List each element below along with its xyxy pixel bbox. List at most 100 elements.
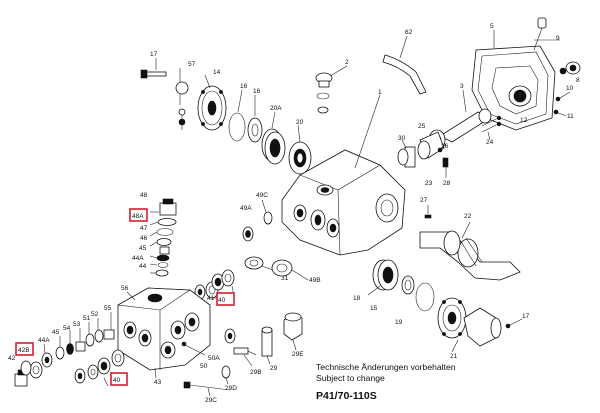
part-label: 44A	[132, 255, 144, 262]
screw-10	[555, 91, 571, 102]
o-ring-19	[415, 282, 435, 312]
seal-49B	[271, 259, 309, 281]
part-label: 40	[218, 297, 226, 304]
part-label: 20	[296, 119, 304, 126]
manifold-head-56	[117, 287, 211, 379]
left-valve-parts	[14, 312, 115, 387]
plunger-29	[261, 326, 273, 365]
bolts-24	[481, 115, 502, 141]
part-label: 51	[83, 315, 91, 322]
part-label: 40	[113, 377, 121, 384]
sight-glass-12	[508, 85, 532, 107]
highlight-40-lower	[110, 372, 128, 386]
technical-changes-note: Technische Änderungen vorbehalten	[316, 362, 456, 372]
crankshaft-22	[419, 221, 521, 281]
part-label: 5	[490, 23, 494, 30]
part-label: 28	[443, 180, 451, 187]
part-label: 17	[522, 313, 530, 320]
part-label: 52	[91, 311, 99, 318]
part-label: 48A	[132, 213, 144, 220]
part-label: 12	[520, 117, 528, 124]
spacer-29D	[221, 365, 231, 385]
part-label: 44	[139, 263, 147, 270]
rings-41-40-lower	[74, 349, 125, 387]
plunger-30	[397, 139, 416, 168]
plug-8	[559, 61, 581, 75]
piston-guide-29E	[283, 312, 303, 351]
bracket-62	[382, 35, 427, 95]
part-label: 22	[464, 213, 472, 220]
part-label: 29B	[250, 369, 262, 376]
part-label: 45	[139, 245, 147, 252]
screw-27	[424, 205, 432, 219]
part-label: 3	[460, 83, 464, 90]
part-label: 29	[270, 365, 278, 372]
part-label: 50A	[208, 355, 220, 362]
part-label: 48	[140, 192, 148, 199]
part-label: 53	[73, 321, 81, 328]
part-label: 11	[567, 113, 574, 120]
part-label: 62	[405, 29, 413, 36]
part-label: 50	[200, 363, 208, 370]
bearing-20A	[261, 111, 286, 165]
bearing-20	[288, 124, 312, 175]
highlight-40-upper	[216, 292, 235, 306]
part-label: 29D	[225, 385, 237, 392]
bearing-cover-57	[175, 68, 189, 130]
part-label: 56	[121, 285, 129, 292]
part-label: 20A	[270, 105, 282, 112]
part-label: 29C	[205, 397, 217, 404]
rings-41-40-upper	[194, 269, 235, 300]
plunger-rod-29B	[233, 347, 257, 367]
part-label: 10	[566, 85, 574, 92]
bearing-16	[247, 95, 263, 143]
cap-2	[315, 65, 348, 114]
highlight-boxes	[15, 208, 235, 386]
bearing-15	[401, 275, 415, 295]
part-label: 19	[395, 319, 403, 326]
piston-25	[417, 131, 445, 160]
part-label: 46	[140, 235, 148, 242]
part-label: 49B	[309, 277, 321, 284]
flange-cover-14	[197, 74, 227, 131]
part-label: 16	[240, 83, 248, 90]
part-label: 2	[345, 59, 349, 66]
part-label: 26	[441, 143, 449, 150]
ring-50	[224, 328, 236, 344]
part-label: 31	[281, 275, 289, 282]
part-label: 44A	[38, 337, 50, 344]
screw-29C	[183, 381, 231, 397]
part-label: 41	[207, 295, 215, 302]
part-label: 55	[104, 305, 112, 312]
pin-28	[442, 157, 449, 178]
part-label: 42	[8, 355, 16, 362]
part-label: 1	[378, 89, 382, 96]
bearing-18	[367, 259, 399, 296]
screw-11	[553, 109, 567, 117]
highlight-42B	[15, 342, 34, 356]
part-label: 17	[150, 51, 158, 58]
part-label: 27	[420, 197, 428, 204]
part-number-labels: 175714161620A202621598101211330252426282…	[8, 23, 580, 404]
part-label: 25	[418, 123, 426, 130]
part-label: 49C	[256, 192, 268, 199]
seal-49C	[261, 199, 273, 225]
bolt-part-17-top	[140, 58, 167, 79]
subject-to-change-note: Subject to change	[316, 373, 385, 383]
part-label: 43	[154, 379, 162, 386]
part-label: 57	[188, 61, 196, 68]
part-label: 23	[425, 180, 433, 187]
seal-49A	[242, 226, 254, 242]
valve-stack	[149, 198, 177, 277]
flange-21	[437, 297, 502, 353]
o-ring-16	[228, 89, 246, 142]
part-label: 47	[140, 225, 148, 232]
part-label: 18	[353, 295, 361, 302]
part-label: 30	[398, 135, 406, 142]
part-label: 9	[556, 35, 560, 42]
part-label: 54	[63, 325, 71, 332]
part-label: 15	[370, 305, 378, 312]
part-label: 29E	[292, 351, 304, 358]
